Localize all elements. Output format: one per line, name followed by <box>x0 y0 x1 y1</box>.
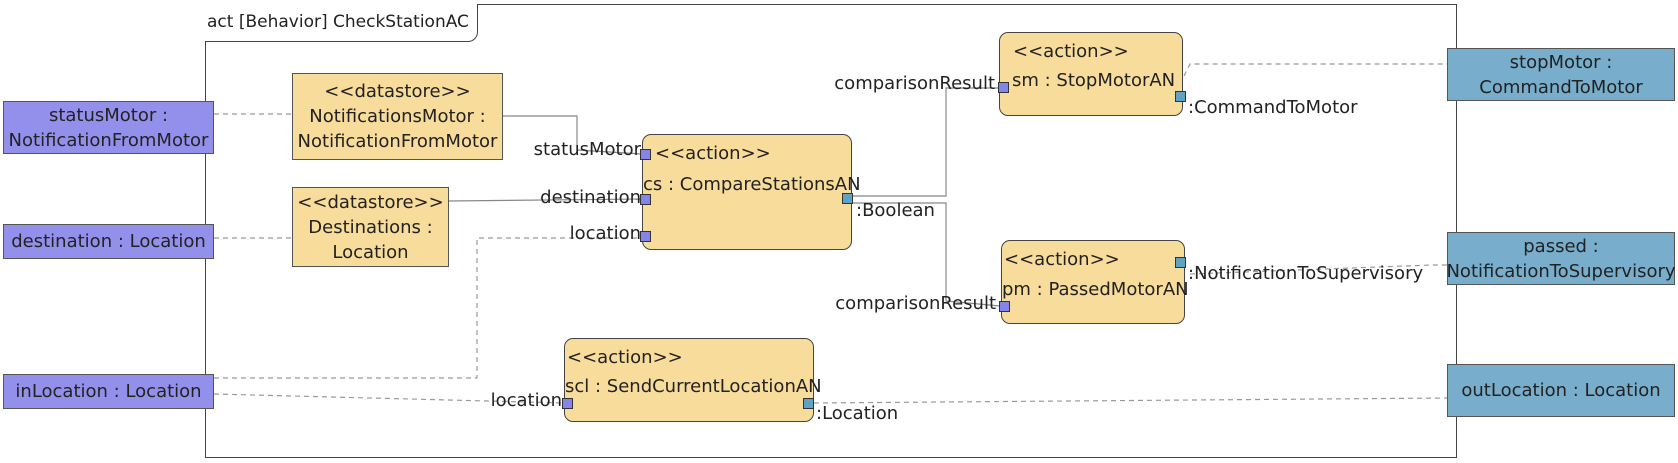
parameter-status-motor[interactable]: statusMotor : NotificationFromMotor <box>3 101 214 154</box>
input-pin-status-motor[interactable] <box>640 149 651 160</box>
datastore-name-line1: Destinations : <box>308 216 433 238</box>
output-pin-boolean[interactable] <box>842 193 853 204</box>
connector-inlocation-scl-pin <box>213 393 567 404</box>
action-name: pm : PassedMotorAN <box>1002 279 1189 300</box>
parameter-label-line1: statusMotor : <box>48 104 169 126</box>
pin-label-boolean: :Boolean <box>856 200 935 221</box>
datastore-stereotype: <<datastore>> <box>324 81 471 102</box>
flow-datastore-to-statusmotor <box>503 115 643 155</box>
pin-label-destination: destination <box>540 187 641 208</box>
frame-title: act [Behavior] CheckStationAC <box>205 4 478 42</box>
connector-passed-output <box>1189 264 1447 275</box>
input-pin-destination[interactable] <box>640 194 651 205</box>
parameter-label: destination : Location <box>11 231 206 252</box>
parameter-in-location[interactable]: inLocation : Location <box>3 374 214 409</box>
datastore-stereotype: <<datastore>> <box>297 191 444 213</box>
action-send-current-location[interactable]: <<action>> scl : SendCurrentLocationAN <box>564 338 822 422</box>
pin-label-command-to-motor: :CommandToMotor <box>1188 97 1358 118</box>
parameter-label-line2: NotificationFromMotor <box>8 129 209 151</box>
pin-label-comparison-result: comparisonResult <box>835 293 996 314</box>
pin-label-location-out: :Location <box>816 403 899 424</box>
input-pin-comparison-result[interactable] <box>998 82 1009 93</box>
flow-boolean-to-stopmotor <box>852 87 999 197</box>
parameter-label: outLocation : Location <box>1461 380 1661 401</box>
parameter-out-location[interactable]: outLocation : Location <box>1447 364 1675 417</box>
parameter-passed[interactable]: passed : NotificationToSupervisory <box>1446 232 1676 285</box>
output-pin-command-to-motor[interactable] <box>1175 91 1186 102</box>
input-pin-location[interactable] <box>562 398 573 409</box>
connector-inlocation-location-pin <box>214 237 643 379</box>
parameter-label-line1: passed : <box>1523 235 1599 257</box>
action-name: scl : SendCurrentLocationAN <box>565 376 822 397</box>
datastore-name-line2: NotificationFromMotor <box>297 131 498 152</box>
action-stereotype: <<action>> <box>1013 41 1129 62</box>
datastore-notifications-motor[interactable]: <<datastore>> NotificationsMotor : Notif… <box>292 73 503 160</box>
action-compare-stations[interactable]: <<action>> cs : CompareStationsAN <box>642 134 861 250</box>
pin-label-location: location <box>569 223 641 244</box>
action-name: cs : CompareStationsAN <box>643 174 861 195</box>
flow-boolean-to-passedmotor <box>852 202 1001 307</box>
input-pin-location[interactable] <box>640 231 651 242</box>
parameter-destination[interactable]: destination : Location <box>3 224 214 259</box>
output-pin-notification-to-supervisory[interactable] <box>1175 257 1186 268</box>
action-stop-motor[interactable]: <<action>> sm : StopMotorAN <box>999 32 1183 116</box>
parameter-label-line2: CommandToMotor <box>1479 76 1643 98</box>
parameter-label: inLocation : Location <box>15 381 202 402</box>
connector-location-output <box>813 397 1448 404</box>
parameter-label-line2: NotificationToSupervisory <box>1446 260 1676 282</box>
pin-label-notification-to-supervisory: :NotificationToSupervisory <box>1188 263 1424 284</box>
datastore-name-line2: Location <box>332 241 409 263</box>
action-stereotype: <<action>> <box>567 347 683 368</box>
output-pin-location[interactable] <box>803 398 814 409</box>
action-stereotype: <<action>> <box>1004 249 1120 270</box>
datastore-destinations[interactable]: <<datastore>> Destinations : Location <box>292 187 449 267</box>
parameter-stop-motor[interactable]: stopMotor : CommandToMotor <box>1447 48 1675 101</box>
action-stereotype: <<action>> <box>655 143 771 164</box>
connector-stopmotor-output <box>1179 63 1447 85</box>
flow-datastore-to-destination <box>447 198 643 202</box>
pin-label-location-in: location <box>490 390 562 411</box>
datastore-name-line1: NotificationsMotor : <box>309 106 486 127</box>
input-pin-comparison-result[interactable] <box>999 301 1010 312</box>
action-name: sm : StopMotorAN <box>1012 70 1176 91</box>
parameter-label-line1: stopMotor : <box>1509 51 1613 73</box>
pin-label-status-motor: statusMotor <box>533 139 641 160</box>
pin-label-comparison-result: comparisonResult <box>834 73 995 94</box>
action-passed-motor[interactable]: <<action>> pm : PassedMotorAN <box>1001 240 1189 324</box>
